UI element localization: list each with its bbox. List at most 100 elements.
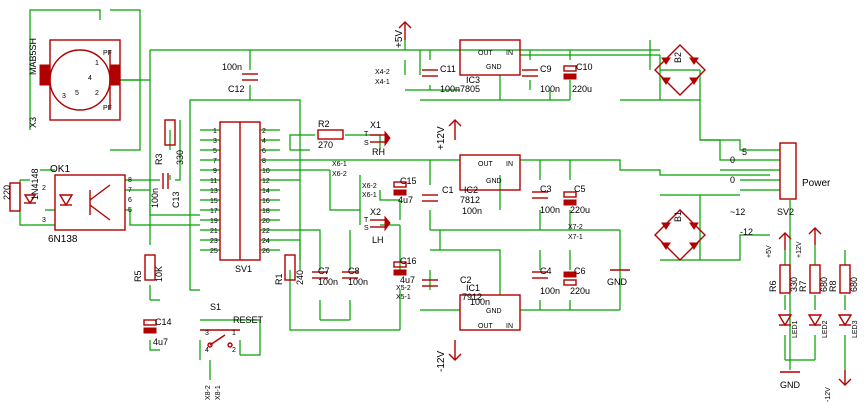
sv2-net-5: 5 [742, 147, 747, 157]
c14-capacitor [143, 319, 157, 334]
r5-resistor [144, 254, 156, 281]
c10-capacitor [563, 65, 577, 80]
led1-ref: LED1 [792, 320, 799, 338]
r5-value: 10K [154, 266, 164, 282]
r2-value: 270 [318, 140, 333, 150]
c12-value: 100n [222, 62, 242, 72]
c15-capacitor [393, 181, 407, 196]
sv1-pin: 12 [262, 178, 270, 185]
sv1-pin: 22 [262, 228, 270, 235]
sv1-pin: 16 [262, 198, 270, 205]
sv1-pin: 26 [262, 248, 270, 255]
s1-label: RESET [233, 315, 264, 325]
sv2-net-ac12: ~12 [730, 207, 745, 217]
c7-ref: C7 [318, 266, 330, 276]
x6-2-label: X6-2 [332, 171, 347, 178]
ic1-in: IN [506, 323, 513, 330]
led-minus12-label: -12V [825, 387, 832, 402]
r3-resistor [164, 119, 176, 146]
d1n4148-diode [23, 194, 37, 205]
ok1-optocoupler [54, 174, 126, 231]
x3-pin3: 3 [62, 93, 66, 100]
sv1-ref: SV1 [235, 264, 252, 274]
r1-value: 240 [295, 270, 305, 285]
r8-resistor [839, 264, 851, 294]
sv1-pin: 14 [262, 188, 270, 195]
c16-ref: C16 [400, 256, 417, 266]
r1-resistor [284, 254, 296, 281]
ok1-part: 6N138 [48, 234, 78, 245]
ic3-ref: IC3 [466, 75, 480, 85]
c12-ref: C12 [228, 84, 245, 94]
gnd-label-2: GND [780, 380, 801, 390]
r3-value: 330 [175, 150, 185, 165]
led-plus12-label: +12V [796, 241, 803, 258]
x8-2-label: X8-2 [205, 385, 212, 400]
ic2-regulator [459, 154, 521, 191]
c3-capacitor [532, 191, 548, 199]
c13-capacitor [162, 173, 169, 189]
c2-value: 100n [470, 297, 490, 307]
ok1-pin2: 2 [42, 185, 46, 192]
c4-value: 100n [540, 286, 560, 296]
c8-value: 100n [348, 277, 368, 287]
sv1-pin: 17 [210, 208, 218, 215]
sv1-pin: 19 [210, 218, 218, 225]
c13-ref: C13 [171, 191, 181, 208]
r8-value: 680 [849, 277, 859, 292]
c14-ref: C14 [155, 317, 172, 327]
c4-capacitor [532, 271, 548, 279]
c1-capacitor [422, 194, 438, 202]
sv1-pin: 18 [262, 208, 270, 215]
s1-pin2: 2 [232, 347, 236, 354]
c1-value: 100n [462, 206, 482, 216]
x2-pin-s: S [364, 225, 369, 232]
r1-ref: R1 [274, 273, 284, 285]
d-part: 1N4148 [30, 168, 40, 200]
x7-1-label: X7-1 [568, 234, 583, 241]
b2-bridge [654, 44, 706, 96]
r8-ref: R8 [828, 280, 838, 292]
sv1-pin: 4 [262, 138, 266, 145]
ic3-gnd: GND [486, 64, 502, 71]
x1-pin-s: S [364, 140, 369, 147]
ok1-pin5: 5 [128, 207, 132, 214]
b1-bridge [654, 209, 706, 261]
x1-jack [370, 130, 391, 147]
c10-ref: C10 [576, 62, 593, 72]
x2-jack [370, 215, 391, 232]
sv1-pins-right: 2 4 6 8 10 12 14 16 18 20 22 24 26 [262, 128, 270, 255]
sv1-header [219, 121, 261, 261]
led-plus5-label: +5V [766, 245, 773, 258]
sv1-pin: 7 [213, 158, 217, 165]
supply-plus5-arrow [398, 21, 412, 40]
s1-ref: S1 [210, 302, 221, 312]
b1-ref: B1 [673, 211, 683, 222]
c15-value: 4u7 [398, 195, 413, 205]
r6-resistor [779, 264, 791, 294]
x5-2-label: X5-2 [396, 285, 411, 292]
c15-ref: C15 [400, 176, 417, 186]
x1-ref: X1 [370, 120, 381, 130]
led1 [777, 314, 793, 327]
x3-pf1: PF [103, 50, 112, 57]
x5-1-label: X5-1 [396, 294, 411, 301]
c16-value: 4u7 [400, 275, 415, 285]
c11-capacitor [422, 69, 438, 77]
s1-pin3: 3 [205, 330, 209, 337]
c10-value: 220u [572, 84, 592, 94]
ic1-regulator [459, 294, 521, 331]
sv1-pin: 11 [210, 178, 217, 185]
c6-ref: C6 [574, 266, 586, 276]
ic1-out: OUT [478, 323, 494, 330]
minus12v-label: -12V [436, 351, 447, 372]
c5-value: 220u [570, 205, 590, 215]
c6-capacitor [563, 271, 577, 286]
r7-resistor [809, 264, 821, 294]
c5-capacitor [563, 191, 577, 206]
s1-pin1: 1 [232, 330, 236, 337]
sv1-pin: 20 [262, 218, 270, 225]
plus5v-label: +5V [394, 30, 405, 48]
ic2-gnd: GND [486, 178, 502, 185]
r6-ref: R6 [768, 280, 778, 292]
